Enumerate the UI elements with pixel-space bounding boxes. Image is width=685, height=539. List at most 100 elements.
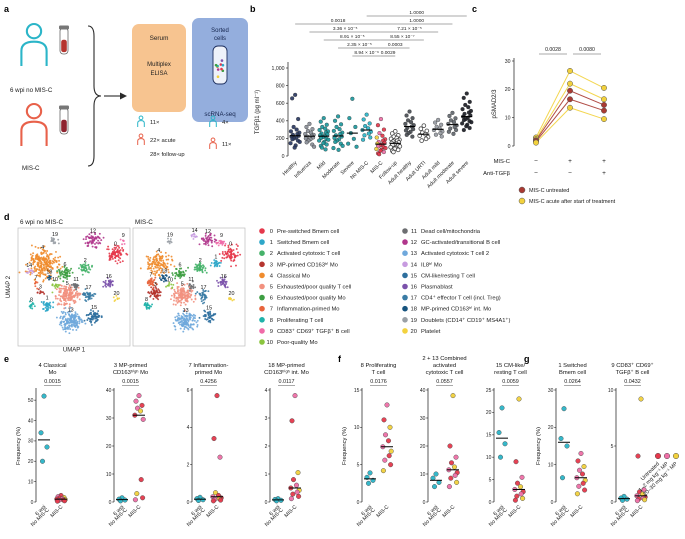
svg-text:MIS-C: MIS-C bbox=[284, 504, 299, 519]
svg-text:3 MP-primed: 3 MP-primed bbox=[114, 363, 147, 369]
svg-text:MIS-C: MIS-C bbox=[50, 504, 65, 519]
panel-e-label: e bbox=[4, 354, 10, 364]
svg-text:1: 1 bbox=[214, 254, 217, 260]
svg-text:12: 12 bbox=[205, 229, 211, 235]
svg-text:−: − bbox=[534, 158, 538, 165]
svg-text:0: 0 bbox=[357, 500, 360, 506]
svg-text:13: 13 bbox=[411, 251, 417, 257]
svg-text:Activated cytotoxic T cell 2: Activated cytotoxic T cell 2 bbox=[421, 251, 489, 257]
svg-text:−: − bbox=[568, 170, 572, 177]
svg-text:16: 16 bbox=[106, 274, 112, 280]
svg-text:0: 0 bbox=[551, 500, 554, 506]
svg-text:0.0015: 0.0015 bbox=[122, 379, 139, 385]
svg-text:pSMAD2/3: pSMAD2/3 bbox=[492, 89, 498, 119]
svg-text:Multiplex: Multiplex bbox=[147, 62, 171, 68]
svg-text:0.0557: 0.0557 bbox=[436, 379, 453, 385]
svg-text:7: 7 bbox=[270, 307, 273, 313]
svg-text:1.0000: 1.0000 bbox=[409, 18, 424, 24]
svg-text:11: 11 bbox=[188, 277, 194, 283]
svg-text:50: 50 bbox=[28, 398, 34, 404]
mini-person-icon bbox=[209, 115, 217, 127]
svg-text:MIS-C: MIS-C bbox=[442, 504, 457, 519]
svg-text:0: 0 bbox=[265, 500, 268, 506]
svg-text:MIS-C: MIS-C bbox=[206, 504, 221, 519]
svg-text:6: 6 bbox=[270, 296, 273, 302]
svg-text:30: 30 bbox=[505, 59, 511, 65]
svg-text:8.55 × 10⁻⁷: 8.55 × 10⁻⁷ bbox=[390, 34, 415, 40]
svg-text:0.0029: 0.0029 bbox=[381, 50, 396, 56]
svg-text:0.0080: 0.0080 bbox=[579, 47, 595, 53]
svg-text:0.0264: 0.0264 bbox=[564, 379, 581, 385]
svg-text:1,000: 1,000 bbox=[272, 66, 285, 72]
svg-text:MIS-C: MIS-C bbox=[630, 504, 645, 519]
svg-text:MIS-C: MIS-C bbox=[570, 504, 585, 519]
svg-text:0.0059: 0.0059 bbox=[502, 379, 519, 385]
svg-text:20: 20 bbox=[229, 291, 235, 297]
svg-text:Frequency (%): Frequency (%) bbox=[536, 427, 542, 465]
svg-text:18: 18 bbox=[411, 307, 417, 313]
svg-text:+: + bbox=[602, 158, 606, 165]
svg-text:40: 40 bbox=[106, 388, 112, 394]
svg-text:ELISA: ELISA bbox=[150, 71, 167, 77]
svg-text:6: 6 bbox=[179, 263, 182, 269]
svg-text:MIS-C: MIS-C bbox=[376, 504, 391, 519]
svg-text:20: 20 bbox=[486, 410, 492, 416]
svg-text:Anti-TGFβ: Anti-TGFβ bbox=[483, 171, 511, 177]
panels-efg-charts: 4 ClassicalMo0.001501020304050Frequency … bbox=[16, 356, 679, 528]
svg-text:12: 12 bbox=[90, 228, 96, 234]
svg-text:16: 16 bbox=[411, 285, 417, 291]
svg-text:11: 11 bbox=[73, 277, 79, 283]
svg-text:200: 200 bbox=[276, 136, 285, 142]
svg-text:0: 0 bbox=[229, 241, 232, 247]
svg-text:9: 9 bbox=[270, 329, 273, 335]
svg-text:20: 20 bbox=[106, 444, 112, 450]
svg-text:7.21 × 10⁻⁵: 7.21 × 10⁻⁵ bbox=[397, 26, 422, 32]
svg-text:6 wpi no MIS-C: 6 wpi no MIS-C bbox=[20, 219, 63, 226]
svg-text:Plasmablast: Plasmablast bbox=[421, 285, 453, 291]
svg-text:15: 15 bbox=[411, 273, 417, 279]
panel-f-label: f bbox=[338, 354, 341, 364]
svg-text:2: 2 bbox=[84, 258, 87, 264]
svg-text:Pre-switched Bmem cell: Pre-switched Bmem cell bbox=[277, 229, 339, 235]
svg-text:4: 4 bbox=[187, 425, 190, 431]
panel-b-label: b bbox=[250, 4, 256, 14]
svg-text:10: 10 bbox=[167, 277, 173, 283]
svg-text:Classical Mo: Classical Mo bbox=[277, 273, 310, 279]
svg-text:1: 1 bbox=[265, 472, 268, 478]
svg-text:4×: 4× bbox=[222, 120, 229, 126]
svg-text:MIS-C: MIS-C bbox=[22, 165, 40, 172]
svg-text:10: 10 bbox=[486, 455, 492, 461]
svg-text:Proliferating T cell: Proliferating T cell bbox=[277, 318, 323, 324]
svg-text:−: − bbox=[534, 170, 538, 177]
svg-text:28× follow-up: 28× follow-up bbox=[150, 152, 185, 158]
svg-text:Activated cytotoxic T cell: Activated cytotoxic T cell bbox=[277, 251, 340, 257]
svg-text:9: 9 bbox=[220, 233, 223, 239]
svg-text:8: 8 bbox=[30, 297, 33, 303]
svg-text:0: 0 bbox=[187, 500, 190, 506]
svg-text:0.4256: 0.4256 bbox=[200, 379, 217, 385]
svg-text:3: 3 bbox=[265, 416, 268, 422]
svg-text:1 Switched: 1 Switched bbox=[558, 363, 586, 369]
svg-text:0: 0 bbox=[270, 229, 273, 235]
svg-text:15: 15 bbox=[354, 388, 360, 394]
svg-text:MIS-C: MIS-C bbox=[128, 504, 143, 519]
svg-text:30: 30 bbox=[420, 416, 426, 422]
svg-text:0: 0 bbox=[109, 500, 112, 506]
svg-text:0.0117: 0.0117 bbox=[278, 379, 294, 385]
svg-text:resting T cell: resting T cell bbox=[494, 370, 527, 376]
svg-text:activated: activated bbox=[433, 363, 456, 369]
svg-text:Dead cell/mitochondria: Dead cell/mitochondria bbox=[421, 229, 481, 235]
svg-text:22× acute: 22× acute bbox=[150, 138, 176, 144]
svg-text:3.36 × 10⁻⁵: 3.36 × 10⁻⁵ bbox=[333, 26, 358, 32]
svg-text:2: 2 bbox=[265, 444, 268, 450]
svg-text:15: 15 bbox=[486, 433, 492, 439]
svg-text:cells: cells bbox=[214, 36, 226, 42]
svg-text:6 wpi no MIS-C: 6 wpi no MIS-C bbox=[10, 87, 53, 94]
svg-text:1: 1 bbox=[270, 240, 273, 246]
svg-text:T cell: T cell bbox=[372, 370, 386, 376]
svg-text:1: 1 bbox=[46, 296, 49, 302]
blood-tube-icon bbox=[59, 105, 69, 135]
svg-text:MIS-C: MIS-C bbox=[508, 504, 523, 519]
svg-text:20: 20 bbox=[28, 459, 34, 465]
svg-text:14: 14 bbox=[192, 228, 198, 234]
